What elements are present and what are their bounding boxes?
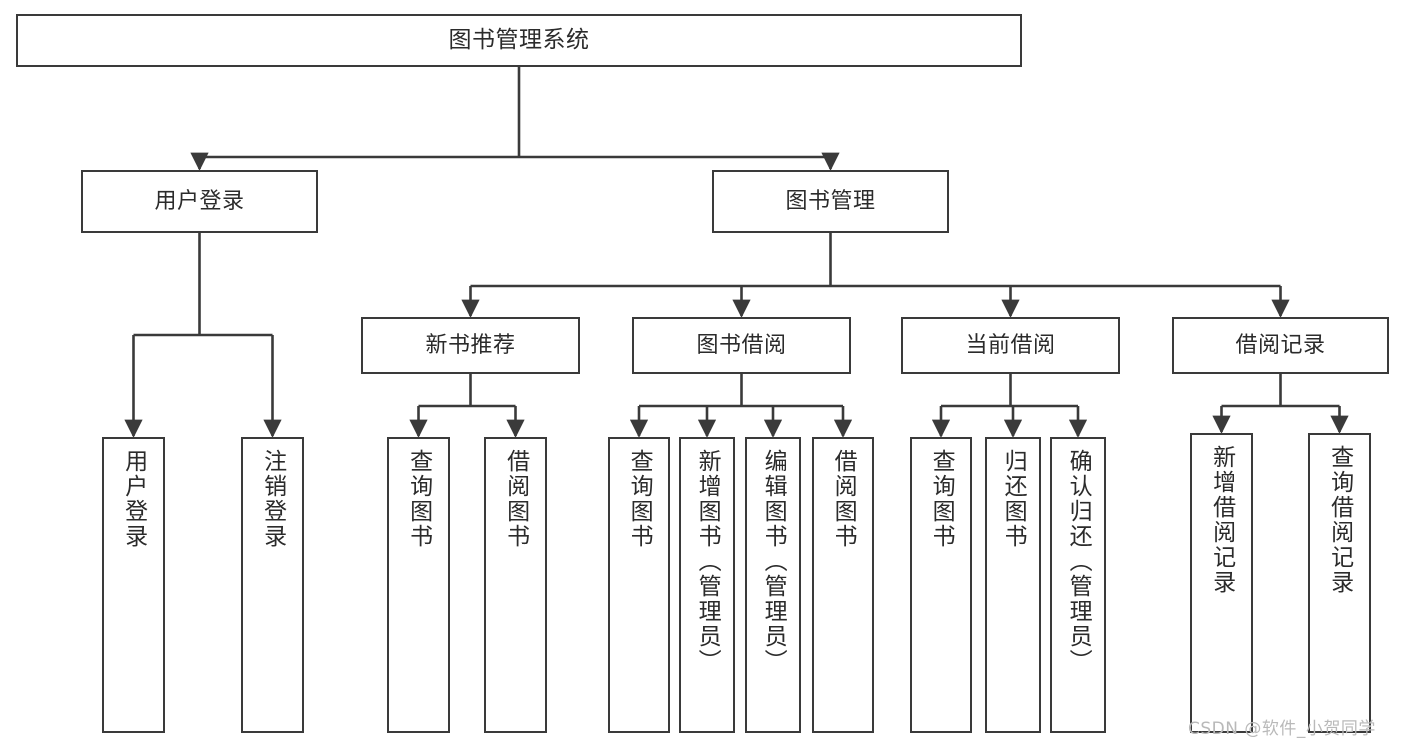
node-label: 查询图书 <box>405 449 432 549</box>
node-leaf11[interactable]: 确认归还（管理员） <box>1050 437 1106 733</box>
node-leaf8[interactable]: 借阅图书 <box>812 437 874 733</box>
node-label: 查询图书 <box>626 449 653 549</box>
node-label: 图书管理 <box>785 188 876 214</box>
node-label: 借阅图书 <box>830 449 857 549</box>
node-label: 注销登录 <box>259 449 286 549</box>
node-label: 新增借阅记录 <box>1208 445 1235 595</box>
node-label: 编辑图书（管理员） <box>760 449 787 674</box>
node-leaf5[interactable]: 查询图书 <box>608 437 670 733</box>
node-label: 借阅图书 <box>502 449 529 549</box>
node-root[interactable]: 图书管理系统 <box>16 14 1022 67</box>
node-label: 用户登录 <box>120 449 147 549</box>
node-label: 图书借阅 <box>696 332 787 358</box>
node-records[interactable]: 借阅记录 <box>1172 317 1389 374</box>
node-newbook[interactable]: 新书推荐 <box>361 317 580 374</box>
node-label: 查询借阅记录 <box>1326 445 1353 595</box>
node-label: 图书管理系统 <box>448 26 590 53</box>
node-leaf13[interactable]: 查询借阅记录 <box>1308 433 1371 733</box>
node-label: 当前借阅 <box>965 332 1056 358</box>
node-label: 归还图书 <box>1000 449 1027 549</box>
node-leaf6[interactable]: 新增图书（管理员） <box>679 437 735 733</box>
node-label: 确认归还（管理员） <box>1065 449 1092 674</box>
node-leaf4[interactable]: 借阅图书 <box>484 437 547 733</box>
node-leaf12[interactable]: 新增借阅记录 <box>1190 433 1253 733</box>
node-label: 新书推荐 <box>425 332 516 358</box>
node-leaf7[interactable]: 编辑图书（管理员） <box>745 437 801 733</box>
node-leaf10[interactable]: 归还图书 <box>985 437 1041 733</box>
node-leaf9[interactable]: 查询图书 <box>910 437 972 733</box>
node-label: 新增图书（管理员） <box>694 449 721 674</box>
node-current[interactable]: 当前借阅 <box>901 317 1120 374</box>
node-leaf2[interactable]: 注销登录 <box>241 437 304 733</box>
watermark: CSDN @软件_小贺同学 <box>1188 719 1376 739</box>
node-bookmgmt[interactable]: 图书管理 <box>712 170 949 233</box>
node-borrow[interactable]: 图书借阅 <box>632 317 851 374</box>
node-leaf3[interactable]: 查询图书 <box>387 437 450 733</box>
node-login[interactable]: 用户登录 <box>81 170 318 233</box>
node-label: 查询图书 <box>928 449 955 549</box>
node-leaf1[interactable]: 用户登录 <box>102 437 165 733</box>
node-label: 用户登录 <box>154 188 245 214</box>
node-label: 借阅记录 <box>1235 332 1326 358</box>
